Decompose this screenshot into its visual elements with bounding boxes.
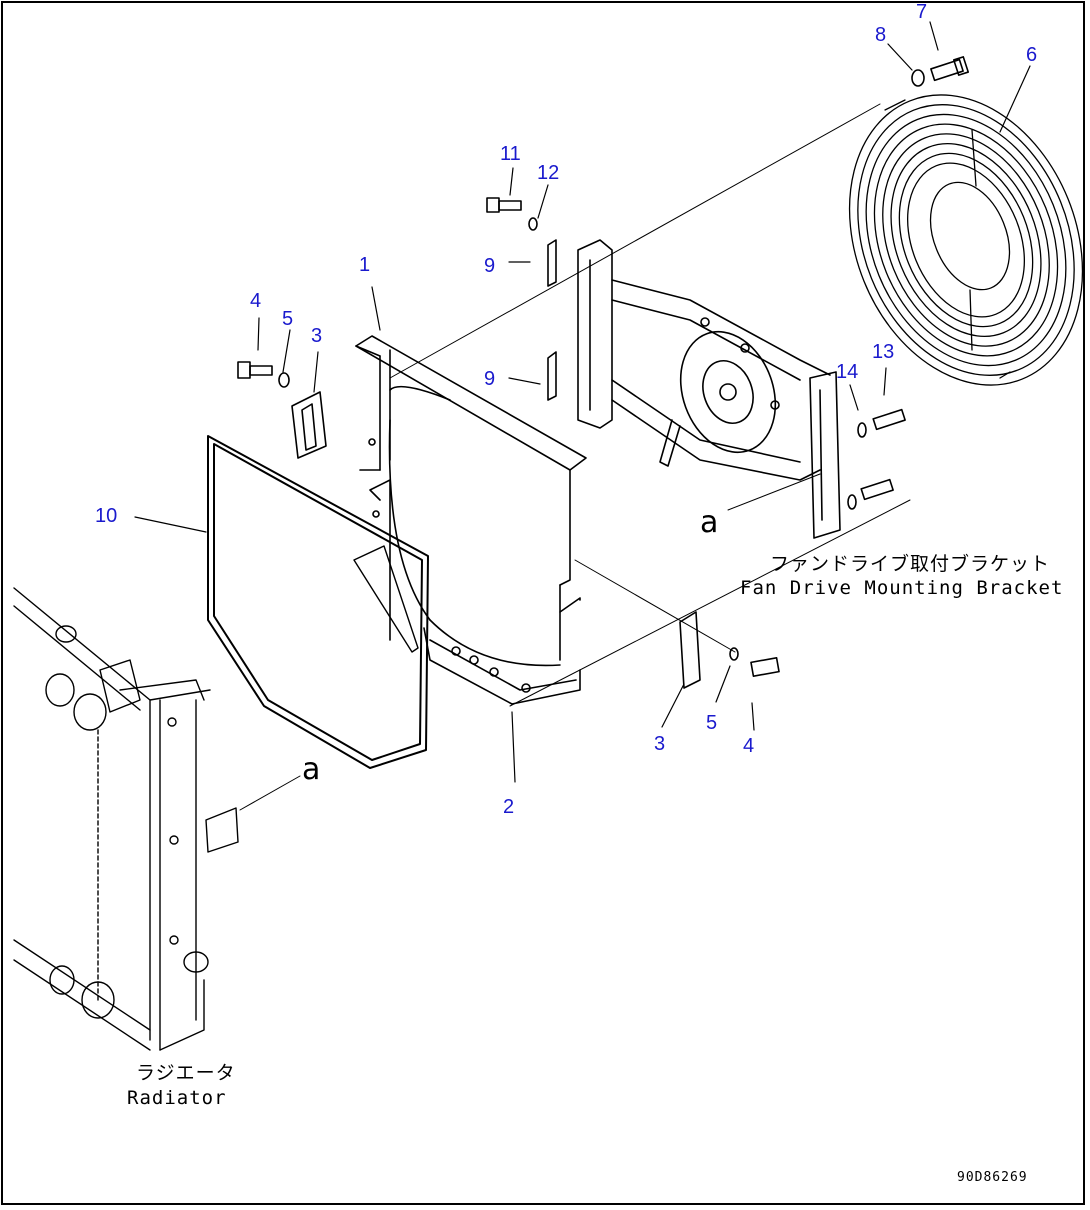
bolt-4-left: [237, 361, 273, 379]
callout-7: 7: [916, 1, 928, 23]
drawing-code: 90D86269: [957, 1170, 1028, 1185]
callout-3-left: 3: [311, 325, 323, 347]
radiator-label-jp: ラジエータ: [136, 1062, 236, 1084]
bolt-4-right: [750, 657, 780, 677]
alignment-lines: [239, 103, 911, 811]
callout-1: 1: [359, 254, 371, 276]
callout-6: 6: [1026, 44, 1038, 66]
fan-bracket-label-en: Fan Drive Mounting Bracket: [740, 577, 1064, 599]
bracket-plate-upper: [547, 239, 557, 287]
bolt-13-lower: [860, 478, 894, 501]
fan-guard-bolt: [930, 56, 970, 82]
reference-mark-lower: a: [302, 752, 321, 787]
fan-guard: [848, 94, 1084, 386]
callout-4-left: 4: [250, 290, 262, 312]
callout-10: 10: [95, 505, 118, 527]
callout-5-right: 5: [706, 712, 718, 734]
mount-plate-left: [291, 391, 327, 459]
fan-guard-washer: [911, 69, 925, 87]
callout-14: 14: [836, 361, 859, 383]
callout-13: 13: [872, 341, 895, 363]
washer-5-right: [729, 647, 739, 661]
reference-mark-upper: a: [700, 505, 719, 540]
washer-14: [847, 422, 867, 510]
callout-11: 11: [500, 143, 521, 165]
radiator: [13, 587, 239, 1051]
radiator-label-en: Radiator: [127, 1087, 227, 1109]
callout-2: 2: [503, 796, 515, 818]
fan-shroud: [355, 335, 587, 705]
callout-8: 8: [875, 24, 887, 46]
washer-12: [528, 217, 538, 231]
bracket-plate-lower: [547, 351, 557, 401]
callout-12: 12: [537, 162, 560, 184]
leader-lines: [134, 21, 1031, 783]
bolt-11: [486, 197, 522, 213]
fan-drive-bracket: [577, 239, 841, 539]
callout-5-left: 5: [282, 308, 294, 330]
callout-9-upper: 9: [484, 255, 496, 277]
callout-4-right: 4: [743, 735, 755, 757]
fan-bracket-label-jp: ファンドライブ取付ブラケット: [770, 553, 1051, 575]
callout-9-lower: 9: [484, 368, 496, 390]
callout-3-right: 3: [654, 733, 666, 755]
mount-plate-right: [679, 611, 701, 689]
washer-5-left: [278, 372, 290, 388]
bolt-13-upper: [872, 408, 906, 431]
seal-frame: [207, 435, 429, 769]
